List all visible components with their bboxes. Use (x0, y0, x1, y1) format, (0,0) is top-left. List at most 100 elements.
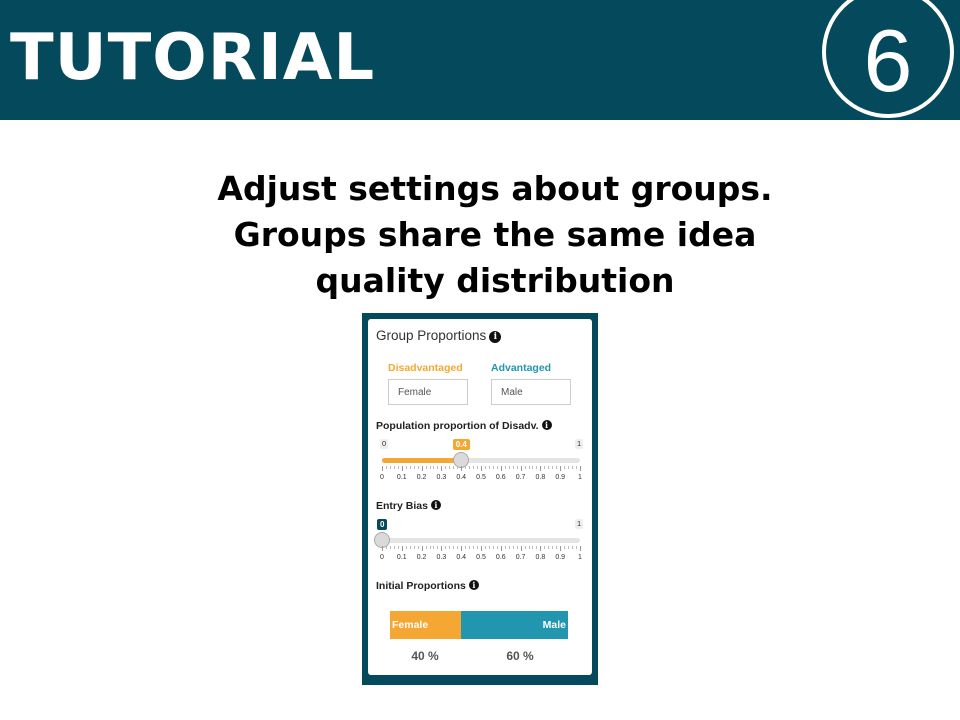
slider-tick (580, 546, 581, 551)
slider-tick (382, 546, 383, 551)
info-icon[interactable]: i (468, 580, 479, 590)
advantaged-name-input[interactable] (491, 379, 571, 405)
slider-minor-tick (508, 466, 510, 469)
slider-tick-label: 0.7 (515, 554, 526, 561)
slider-minor-tick (469, 466, 471, 469)
slider-minor-tick (552, 546, 554, 549)
slider-minor-tick (437, 546, 439, 549)
slider-minor-tick (556, 546, 558, 549)
slider-minor-tick (437, 466, 439, 469)
initial-proportions-bar: Female Male (390, 611, 568, 639)
slider-minor-tick (516, 546, 518, 549)
slider-track[interactable] (382, 458, 580, 463)
advantaged-label: Advantaged (491, 362, 552, 374)
slider-tick (500, 546, 502, 551)
slider-tick-label: 0.8 (535, 554, 546, 561)
slider-value-tag: 0 (377, 519, 388, 530)
headline-line-1: Adjust settings about groups. (217, 169, 773, 208)
headline-line-3: quality distribution (315, 261, 675, 300)
info-icon[interactable]: i (430, 500, 441, 510)
slider-tick (500, 466, 502, 471)
slider-fill (382, 458, 462, 463)
slider-minor-tick (409, 546, 411, 549)
slider-minor-tick (393, 546, 395, 549)
slider-minor-tick (508, 546, 510, 549)
slider-tick (461, 546, 463, 551)
slider-tick (421, 466, 423, 471)
slider-minor-tick (449, 466, 451, 469)
slider-minor-tick (413, 546, 415, 549)
slider-minor-tick (564, 466, 566, 469)
slider-minor-tick (425, 466, 427, 469)
info-icon[interactable]: i (541, 420, 552, 430)
slider-minor-tick (572, 546, 574, 549)
slider-tick (520, 466, 522, 471)
slider-minor-tick (496, 466, 498, 469)
slider-minor-tick (568, 466, 570, 469)
slider-tick-label: 0.9 (555, 474, 566, 481)
slider-tick-label: 0.1 (396, 474, 407, 481)
slider-minor-tick (429, 466, 431, 469)
slider-track[interactable] (382, 538, 580, 543)
slider-tick-label: 0.4 (456, 474, 467, 481)
slider-tick-label: 0.5 (476, 554, 486, 561)
slider-minor-tick (465, 546, 467, 549)
slider-minor-tick (445, 466, 447, 469)
slider-minor-tick (504, 546, 506, 549)
step-number: 6 (863, 11, 913, 110)
slider-tick-label: 0.2 (416, 474, 427, 481)
slider-tick-label: 0 (380, 474, 384, 481)
slider-minor-tick (568, 546, 570, 549)
slider-minor-tick (496, 546, 498, 549)
slider-tick-label: 1 (578, 554, 582, 561)
slider-tick-label: 0.3 (436, 554, 447, 561)
slider-value-tag: 0.4 (452, 439, 470, 450)
slider-tick-label: 0.5 (476, 474, 486, 481)
slider-minor-tick (425, 546, 427, 549)
slider-minor-tick (409, 466, 411, 469)
slider-tick-label: 0.1 (396, 554, 407, 561)
slider-tick (461, 466, 463, 471)
slider-tick-label: 0.7 (515, 474, 526, 481)
slider-minor-tick (433, 466, 435, 469)
slider-tick-label: 0.4 (456, 554, 467, 561)
slider-minor-tick (488, 466, 490, 469)
slider-tick-label: 0.8 (535, 474, 546, 481)
slider-tick (421, 546, 423, 551)
slider-minor-tick (413, 466, 415, 469)
slider-minor-tick (552, 466, 554, 469)
slider-minor-tick (397, 466, 399, 469)
male-segment-label: Male (542, 619, 566, 631)
headline-line-2: Groups share the same idea (233, 215, 757, 254)
slider-minor-tick (405, 546, 407, 549)
slider-tick (382, 466, 383, 471)
slider-tick (580, 466, 581, 471)
slider-minor-tick (473, 546, 475, 549)
slider-minor-tick (504, 466, 506, 469)
male-percentage: 60 % (506, 649, 534, 663)
slider-minor-tick (576, 466, 578, 469)
slider-tick-label: 0.6 (495, 474, 506, 481)
slider-minor-tick (572, 466, 574, 469)
slider-minor-tick (556, 466, 558, 469)
slider-tick-label: 0.6 (495, 554, 506, 561)
population-slider-title-row: Population proportion of Disadv.i (376, 420, 552, 432)
slider-tick-label: 0.3 (436, 474, 447, 481)
slider-minor-tick (405, 466, 407, 469)
slider-minor-tick (385, 466, 387, 469)
slider-tick (481, 546, 482, 551)
slider-tick (481, 466, 482, 471)
slider-minor-tick (449, 546, 451, 549)
female-percentage: 40 % (411, 649, 439, 663)
slider-minor-tick (528, 466, 530, 469)
female-segment-label: Female (392, 619, 429, 631)
disadvantaged-name-input[interactable] (388, 379, 468, 405)
disadvantaged-label: Disadvantaged (388, 362, 463, 374)
slider-max-label: 1 (575, 519, 584, 529)
slider-tick (401, 466, 403, 471)
info-icon[interactable]: i (489, 331, 502, 343)
slider-tick (401, 546, 403, 551)
